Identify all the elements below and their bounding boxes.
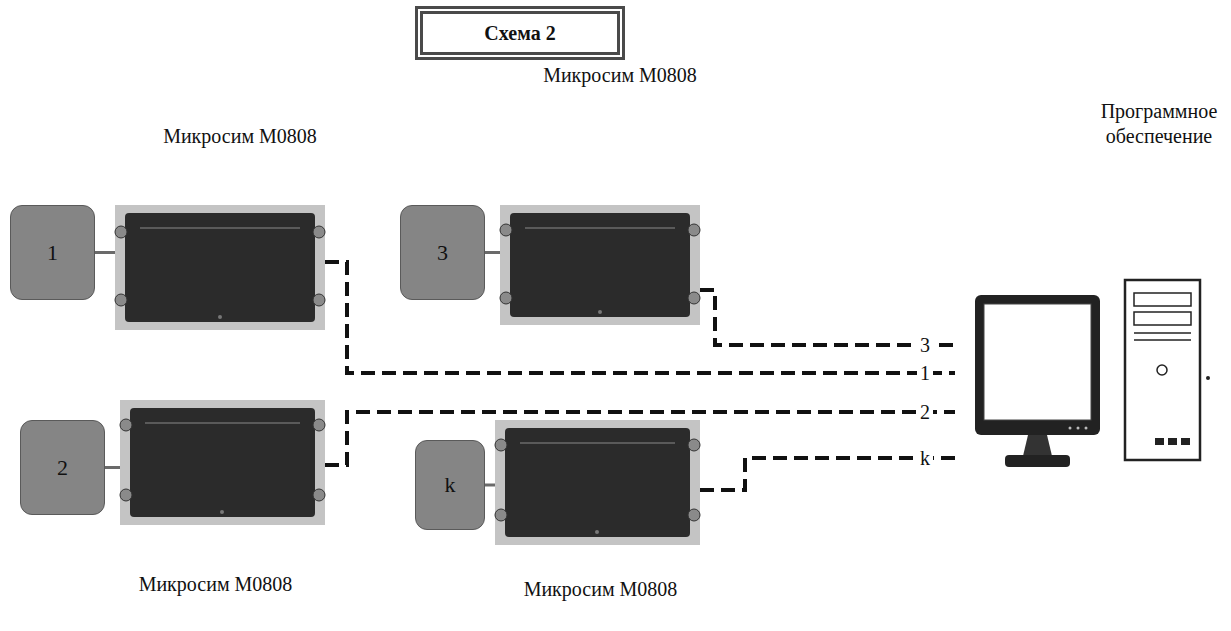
sensor-number: 3 xyxy=(437,240,448,266)
sensor-box: k xyxy=(415,440,485,530)
device-box: Микросим М0808 xyxy=(115,205,325,330)
device-label: Микросим М0808 xyxy=(113,573,318,596)
diagram-title: Схема 2 xyxy=(484,22,555,45)
line-number: 2 xyxy=(917,401,933,423)
device-label: Микросим М0808 xyxy=(520,64,720,87)
sensor-box: 3 xyxy=(400,205,485,300)
device-box: Микросим М0808 xyxy=(495,420,700,545)
sensor-box: 2 xyxy=(20,420,105,515)
sensor-cable xyxy=(95,251,115,254)
computer-box: Программное обеспечение xyxy=(955,95,1225,480)
sensor-cable xyxy=(485,484,495,487)
device-box: Микросим М0808 xyxy=(120,400,325,525)
line-number: 1 xyxy=(917,362,933,384)
line-number: 3 xyxy=(917,334,933,356)
device-label: Микросим М0808 xyxy=(135,125,345,148)
device-picture xyxy=(495,420,700,545)
sensor-box: 1 xyxy=(10,205,95,300)
sensor-cable xyxy=(105,466,120,469)
computer-picture xyxy=(975,280,1210,467)
device-picture xyxy=(115,205,325,330)
sensor-cable xyxy=(485,251,500,254)
sensor-number: 2 xyxy=(57,455,68,481)
device-picture xyxy=(120,400,325,525)
device-box: Микросим М0808 xyxy=(500,205,700,325)
device-label: Микросим М0808 xyxy=(498,578,703,601)
device-picture xyxy=(500,205,700,325)
software-label: Программное обеспечение xyxy=(1093,99,1225,149)
sensor-number: 1 xyxy=(47,240,58,266)
title-frame: Схема 2 xyxy=(415,6,625,60)
line-number: k xyxy=(917,447,933,469)
sensor-number: k xyxy=(445,472,456,498)
